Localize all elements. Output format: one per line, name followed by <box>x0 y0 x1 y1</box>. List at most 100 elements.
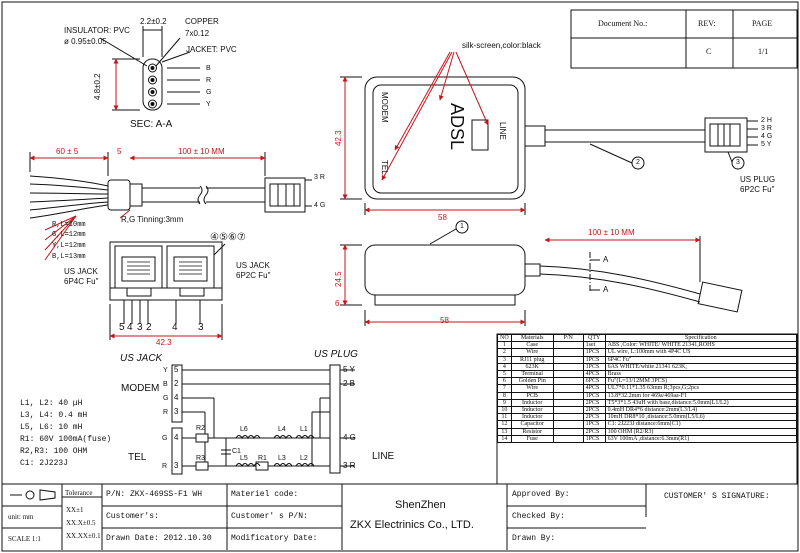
component-l2: L2 <box>300 455 308 462</box>
callout-2: 2 <box>636 159 640 166</box>
bom-cell-no: 8 <box>497 391 512 400</box>
bom-cell-spec: 13.8*32.2mm for 469a/469aa-F1 <box>604 391 798 400</box>
box-height-dim: 42.3 <box>334 130 343 146</box>
bom-cell-no: 14 <box>497 434 512 444</box>
silkscreen-label: silk-screen,color:black <box>462 41 541 50</box>
plug-pin-2b-label: 2 B <box>343 379 356 388</box>
bom-cell-qty: 1PCS <box>582 420 606 429</box>
part-number: P/N: ZKX-469SS-F1 WH <box>106 490 203 499</box>
rev-label: REV: <box>698 19 716 28</box>
unit-label: unit: mm <box>8 513 34 521</box>
plug-pin-5y-label: 5 Y <box>343 365 355 374</box>
bom-cell-qty: 1PCS <box>582 355 606 364</box>
copper-label: COPPER <box>185 17 219 26</box>
bom-cell-no: 10 <box>497 406 512 415</box>
bom-cell-no: 4 <box>497 362 512 372</box>
insulator-label: INSULATOR: PVC <box>64 26 130 35</box>
bom-cell-pn <box>552 370 584 379</box>
wire-r: R <box>206 77 212 84</box>
bom-cell-no: 5 <box>497 370 512 379</box>
checked-by: Checked By: <box>512 512 565 521</box>
bom-cell-material: Fuse <box>510 434 554 444</box>
bom-cell-material: Terminal <box>510 370 554 379</box>
modem-pin-4-color: G <box>163 395 169 402</box>
company-name: ZKX Electrinics Co., LTD. <box>350 519 474 531</box>
bom-cell-spec: 0.4mH DR4*6 distance:2mm(L3/L4) <box>604 406 798 415</box>
modem-pin-4: 4 <box>174 393 179 402</box>
bom-cell-material: Resistor <box>510 427 554 436</box>
bom-cell-material: Golden Pin <box>510 377 554 386</box>
plug-pin-4g: 4 G <box>761 133 773 140</box>
bom-header-spec: Specification <box>604 333 798 343</box>
wire-length-g: G,L=12mm <box>52 231 86 239</box>
cable-length-dim: 100 ± 10 MM <box>178 147 225 156</box>
note-r2-r3: R2,R3: 100 OHM <box>20 447 88 456</box>
bom-cell-qty: 1PCS <box>582 362 606 372</box>
bom-cell-pn <box>552 398 584 408</box>
section-title: SEC: A-A <box>130 119 173 130</box>
section-mark-bottom: A <box>603 285 609 294</box>
bom-cell-pn <box>552 348 584 357</box>
material-code: Materiel code: <box>231 490 299 499</box>
component-l6: L6 <box>240 426 248 433</box>
bom-cell-no: 13 <box>497 427 512 436</box>
company-city: ShenZhen <box>395 499 446 511</box>
adsl-text: ADSL <box>447 103 467 151</box>
tel-pin-3-color: R <box>162 463 168 470</box>
bom-cell-no: 11 <box>497 413 512 422</box>
bom-cell-qty: 1set <box>582 341 606 350</box>
cable-pin-4g: 4 G <box>314 202 326 209</box>
bom-cell-pn <box>552 413 584 422</box>
wire-b: B <box>206 65 211 72</box>
jacket-label: JACKET: PVC <box>186 45 237 54</box>
tel-pin-4: 4 <box>174 433 179 442</box>
bom-header-no: NO <box>497 333 512 343</box>
modem-pin-3-color: R <box>163 409 169 416</box>
cable-pin-3r: 3 R <box>314 174 325 181</box>
wire-g: G <box>206 89 212 96</box>
modificatory-date: Modificatory Date: <box>231 534 318 543</box>
bom-header-qty: QTY <box>582 333 606 343</box>
line-text: LINE <box>498 122 507 140</box>
bom-cell-pn <box>552 384 584 393</box>
modem-pin-5-color: Y <box>163 367 168 374</box>
component-r2: R2 <box>196 425 205 432</box>
plug-pin-3r: 3 R <box>761 125 772 132</box>
callout-1: 1 <box>460 223 464 230</box>
side-foot-dim: 6 <box>335 299 340 308</box>
component-l3: L3 <box>278 455 286 462</box>
note-c1: C1: 2J223J <box>20 459 69 468</box>
plug-pin-5y: 5 Y <box>761 141 772 148</box>
plug-name: US PLUG <box>740 175 776 184</box>
bom-cell-material: Case <box>510 341 554 350</box>
left-jack-name: US JACK <box>64 267 98 276</box>
component-r3: R3 <box>196 455 205 462</box>
side-width-dim: 58 <box>440 316 449 325</box>
approved-by: Approved By: <box>512 490 570 499</box>
note-l3-l4: L3, L4: 0.4 mH <box>20 411 88 420</box>
bom-cell-no: 6 <box>497 377 512 386</box>
modem-pin-5: 5 <box>174 365 179 374</box>
modem-text: MODEM <box>380 92 389 123</box>
bom-cell-material: Wire <box>510 384 554 393</box>
bom-cell-qty: 2PCS <box>582 413 606 422</box>
bom-cell-qty: 6PCS <box>582 377 606 386</box>
bom-header-row: NO Materials P/N QTY Specification <box>497 333 798 343</box>
note-l5-l6: L5, L6: 10 mH <box>20 423 83 432</box>
bom-cell-spec: C1: 2J223J distance:6mm(C1) <box>604 420 798 429</box>
insulator-diameter: ø 0.95±0.05 <box>64 37 107 46</box>
bom-cell-spec: 100 OHM (R2/R3) <box>604 427 798 436</box>
bom-cell-pn <box>552 391 584 400</box>
wire-length-b: B,L=13mm <box>52 253 86 261</box>
gap-dim: 5 <box>117 147 122 156</box>
bom-cell-pn <box>552 377 584 386</box>
bom-cell-spec: ABS ,Color: WHITE/ WHITE 21341,ROHS <box>604 341 798 350</box>
